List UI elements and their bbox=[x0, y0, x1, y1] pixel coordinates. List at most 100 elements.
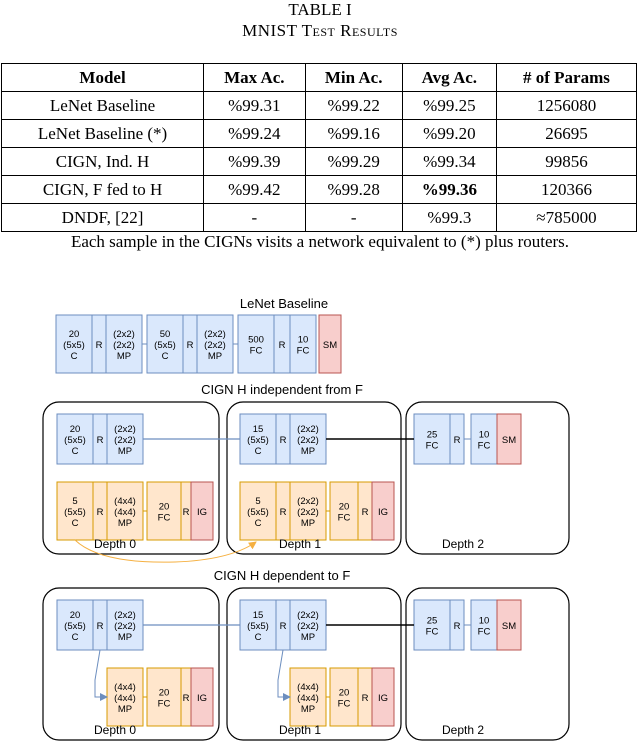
baseline-title: LeNet Baseline bbox=[240, 296, 328, 311]
table-row: CIGN, F fed to H %99.42 %99.28 %99.36 12… bbox=[0, 175, 638, 204]
layer-label: R bbox=[183, 507, 190, 518]
layer-label: C bbox=[255, 518, 262, 529]
table-cell: %99.42 bbox=[203, 175, 306, 204]
layer-label: R bbox=[454, 621, 461, 632]
table-cell-best: %99.36 bbox=[401, 175, 497, 204]
layer-label: 20 bbox=[159, 688, 170, 699]
layer-label: MP bbox=[117, 351, 131, 362]
layer-block bbox=[237, 314, 275, 374]
layer-label: 20 bbox=[159, 502, 170, 513]
layer-label: R bbox=[97, 621, 104, 632]
layer-label: (2x2) bbox=[204, 340, 226, 351]
table-cell: CIGN, Ind. H bbox=[0, 147, 205, 176]
layer-label: R bbox=[454, 435, 461, 446]
layer-label: R bbox=[97, 507, 104, 518]
layer-block bbox=[190, 667, 214, 727]
table-cell: 120366 bbox=[495, 175, 638, 204]
layer-label: R bbox=[280, 621, 287, 632]
table-note: Each sample in the CIGNs visits a networ… bbox=[70, 232, 570, 251]
table-cell: %99.29 bbox=[304, 147, 403, 176]
layer-label: C bbox=[162, 351, 169, 362]
table-row: LeNet Baseline %99.31 %99.22 %99.25 1256… bbox=[0, 91, 638, 120]
layer-label: 20 bbox=[70, 610, 81, 621]
layer-label: (4x4) bbox=[114, 507, 136, 518]
layer-label: (2x2) bbox=[297, 621, 319, 632]
layer-label: (2x2) bbox=[297, 496, 319, 507]
layer-label: 15 bbox=[253, 610, 264, 621]
depth-label: Depth 2 bbox=[442, 723, 484, 737]
layer-block bbox=[329, 481, 359, 541]
layer-label: (2x2) bbox=[114, 435, 136, 446]
layer-label: MP bbox=[118, 704, 132, 715]
depth-label: Depth 0 bbox=[94, 723, 136, 737]
table-cell: DNDF, [22] bbox=[0, 203, 205, 232]
layer-label: MP bbox=[208, 351, 222, 362]
layer-label: (4x4) bbox=[297, 693, 319, 704]
layer-block bbox=[56, 481, 94, 541]
layer-label: (5x5) bbox=[247, 621, 269, 632]
table-cell: %99.3 bbox=[401, 203, 497, 232]
layer-block bbox=[413, 413, 451, 465]
col-header-min: Min Ac. bbox=[304, 63, 403, 92]
layer-label: (5x5) bbox=[247, 435, 269, 446]
layer-label: FC bbox=[338, 513, 351, 524]
table-cell: %99.31 bbox=[203, 91, 306, 120]
layer-label: R bbox=[183, 693, 190, 704]
layer-label: 5 bbox=[255, 496, 260, 507]
layer-label: IG bbox=[378, 507, 388, 518]
layer-block bbox=[196, 314, 234, 374]
layer-block bbox=[106, 667, 144, 727]
section1-title: CIGN H independent from F bbox=[201, 382, 363, 397]
layer-label: (2x2) bbox=[113, 329, 135, 340]
layer-block bbox=[289, 599, 327, 651]
table-title: MNIST Test Results bbox=[242, 21, 398, 40]
col-header-model: Model bbox=[0, 63, 205, 92]
layer-label: FC bbox=[426, 441, 439, 452]
feature-arrow bbox=[94, 649, 108, 701]
layer-block bbox=[55, 314, 93, 374]
layer-label: C bbox=[255, 446, 262, 457]
table-cell: %99.25 bbox=[401, 91, 497, 120]
table-cell: %99.28 bbox=[304, 175, 403, 204]
layer-label: (2x2) bbox=[297, 424, 319, 435]
layer-label: C bbox=[255, 632, 262, 643]
table-cell: %99.16 bbox=[304, 119, 403, 148]
layer-label: 25 bbox=[427, 430, 438, 441]
depth-panel bbox=[42, 401, 220, 555]
results-table: Model Max Ac. Min Ac. Avg Ac. # of Param… bbox=[0, 63, 638, 232]
depth-panel bbox=[42, 587, 220, 741]
layer-label: (2x2) bbox=[114, 621, 136, 632]
layer-label: (5x5) bbox=[63, 340, 85, 351]
layer-label: (2x2) bbox=[297, 435, 319, 446]
architecture-diagram: LeNet Baseline CIGN H independent from F… bbox=[42, 296, 570, 741]
layer-block bbox=[329, 667, 359, 727]
layer-label: R bbox=[187, 340, 194, 351]
layer-label: R bbox=[280, 507, 287, 518]
depth-panel bbox=[226, 401, 402, 555]
layer-label: 25 bbox=[427, 616, 438, 627]
layer-label: R bbox=[362, 693, 369, 704]
feature-arrow bbox=[277, 649, 291, 701]
table-cell: ≈785000 bbox=[495, 203, 638, 232]
table-row: CIGN, Ind. H %99.39 %99.29 %99.34 99856 bbox=[0, 147, 638, 176]
col-header-params: # of Params bbox=[495, 63, 638, 92]
layer-block bbox=[289, 413, 327, 465]
route-arrow bbox=[74, 539, 257, 563]
layer-label: (4x4) bbox=[114, 693, 136, 704]
layer-label: (2x2) bbox=[114, 610, 136, 621]
layer-label: C bbox=[72, 518, 79, 529]
layer-label: C bbox=[72, 446, 79, 457]
table-row: LeNet Baseline (*) %99.24 %99.16 %99.20 … bbox=[0, 119, 638, 148]
layer-label: IG bbox=[378, 693, 388, 704]
col-header-avg: Avg Ac. bbox=[401, 63, 497, 92]
depth-label: Depth 2 bbox=[442, 537, 484, 551]
layer-label: (4x4) bbox=[114, 682, 136, 693]
table-cell: %99.20 bbox=[401, 119, 497, 148]
layer-label: FC bbox=[297, 346, 310, 357]
layer-block bbox=[146, 481, 182, 541]
layer-label: MP bbox=[118, 632, 132, 643]
layer-block bbox=[239, 599, 277, 651]
layer-block bbox=[318, 314, 342, 374]
layer-label: FC bbox=[478, 441, 491, 452]
layer-block bbox=[289, 481, 327, 541]
